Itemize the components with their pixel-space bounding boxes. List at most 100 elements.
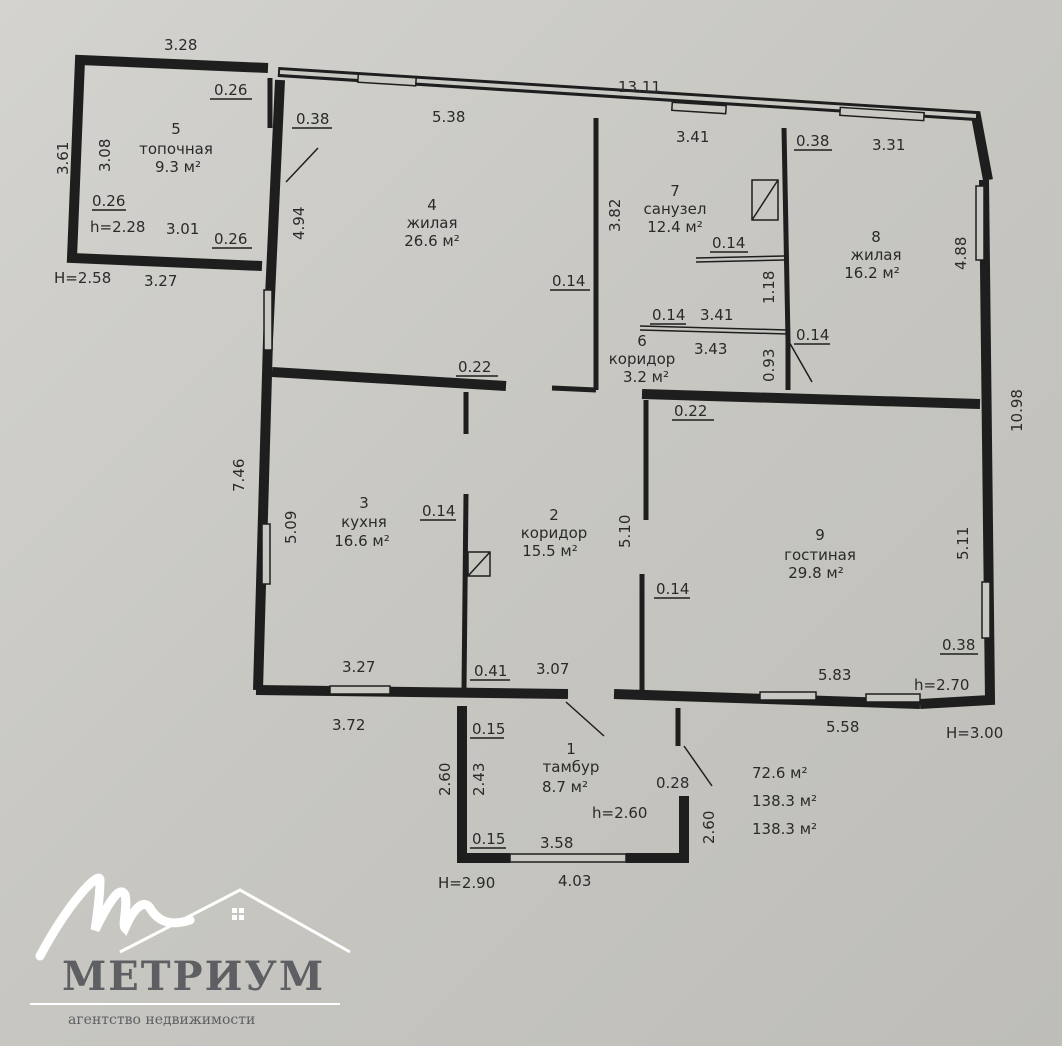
agency-logo: МЕТРИУМ агентство недвижимости [30,873,351,1028]
dimension-label: 0.93 [760,349,778,382]
dimension-label: 0.14 [422,502,455,520]
wall-living-top [641,389,981,409]
dimension-label: 0.28 [656,774,689,792]
room-number: 2 [549,506,559,524]
dimension-label: 3.08 [96,139,114,172]
dimension-label: 3.43 [694,340,727,358]
walls [66,54,996,863]
room-name: кухня [341,513,387,531]
dimension-label: h=2.28 [90,218,145,236]
room-name: гостиная [784,546,856,564]
dimension-label: 3.07 [536,660,569,678]
room-label: 9 гостиная 29.8 м² [784,526,856,582]
dimension-label: 5.10 [616,515,634,548]
total-area: 138.3 м² [752,820,817,838]
wall-left [253,79,285,691]
dimension-label: 0.14 [796,326,829,344]
dimension-label: 3.41 [700,306,733,324]
dimension-label: 0.14 [652,306,685,324]
dimension-label: 3.82 [606,199,624,232]
room-label: 2 коридор 15.5 м² [521,506,588,560]
dimension-label: 3.61 [54,142,72,175]
dimension-label: 5.09 [282,511,300,544]
dimension-label: 4.88 [952,237,970,270]
logo-name: МЕТРИУМ [62,953,325,1000]
total-area: 72.6 м² [752,764,808,782]
room-label: 1 тамбур 8.7 м² [542,740,599,796]
dimension-label: h=2.60 [592,804,647,822]
room-area: 16.6 м² [334,532,390,550]
room-name: топочная [139,140,213,158]
dimension-label: 3.27 [144,272,177,290]
dimension-label: 4.94 [290,207,308,240]
dimension-label: 5.83 [818,666,851,684]
room-number: 5 [171,120,181,138]
window-left-2 [261,523,271,585]
door-room8 [787,339,813,383]
dimension-label: 3.31 [872,136,905,154]
wall-corridor6-top [639,325,789,335]
dimension-label: 0.26 [92,192,125,210]
room-label: 8 жилая 16.2 м² [844,228,901,282]
wall-vestibule-right [626,796,689,863]
dimension-label: 0.38 [296,110,329,128]
room-label: 5 топочная 9.3 м² [139,120,213,176]
door-vestibule-right [683,745,713,787]
wall-right [919,179,996,709]
dimension-label: 3.58 [540,834,573,852]
wall-kitchen-corridor [461,493,469,691]
room-label: 6 коридор 3.2 м² [609,332,676,386]
windows [261,73,991,863]
room-area: 8.7 м² [542,778,588,796]
room-area: 3.2 м² [623,368,669,386]
room-area: 15.5 м² [522,542,578,560]
window-top-2 [671,101,727,115]
window-bottom-2 [759,691,817,701]
window-right-1 [981,581,991,639]
vent-shaft-bath [751,179,779,221]
window-vestibule [509,853,627,863]
dimension-label: 0.15 [472,830,505,848]
room-name: коридор [521,524,588,542]
room-number: 9 [815,526,825,544]
dimension-label: 1.18 [760,271,778,304]
window-top-1 [357,73,417,87]
vent-shaft-corridor-diag [467,551,491,577]
window-top-3 [839,106,925,122]
doors [285,147,813,787]
window-right-2 [975,185,985,261]
dimension-label: 0.15 [472,720,505,738]
wall-bottom-left [255,685,569,699]
dimension-label: 3.01 [166,220,199,238]
dimension-label: 2.60 [436,763,454,796]
room-name: санузел [644,200,707,218]
dimension-label: 3.28 [164,36,197,54]
dimension-label: 5.58 [826,718,859,736]
dimension-labels: 3.28 0.26 0.38 5.38 13.11 3.41 0.38 3.31… [54,36,1026,892]
room-area: 26.6 м² [404,232,460,250]
dimension-label: h=2.70 [914,676,969,694]
wall-vestibule-left [457,706,510,863]
dimension-label: 7.46 [230,459,248,492]
wall-room4-kitchen [271,367,507,391]
logo-roof-icon [119,888,351,954]
room-number: 4 [427,196,437,214]
room-name: жилая [850,246,901,264]
dimension-label: 3.27 [342,658,375,676]
room-area: 16.2 м² [844,264,900,282]
dimension-label: 0.26 [214,230,247,248]
area-totals: 72.6 м² 138.3 м² 138.3 м² [752,764,817,838]
room-name: жилая [406,214,457,232]
dimension-label: H=2.90 [438,874,495,892]
room-labels: 1 тамбур 8.7 м² 2 коридор 15.5 м² 3 кухн… [139,120,901,796]
room-number: 7 [670,182,680,200]
vent-shaft-bath-diag [751,179,779,221]
room-label: 3 кухня 16.6 м² [334,494,390,550]
dimension-label: H=3.00 [946,724,1003,742]
window-bottom-1 [329,685,391,695]
dimension-label: 0.38 [796,132,829,150]
room-number: 1 [566,740,576,758]
room-area: 12.4 м² [647,218,703,236]
logo-window-icon [232,908,237,913]
